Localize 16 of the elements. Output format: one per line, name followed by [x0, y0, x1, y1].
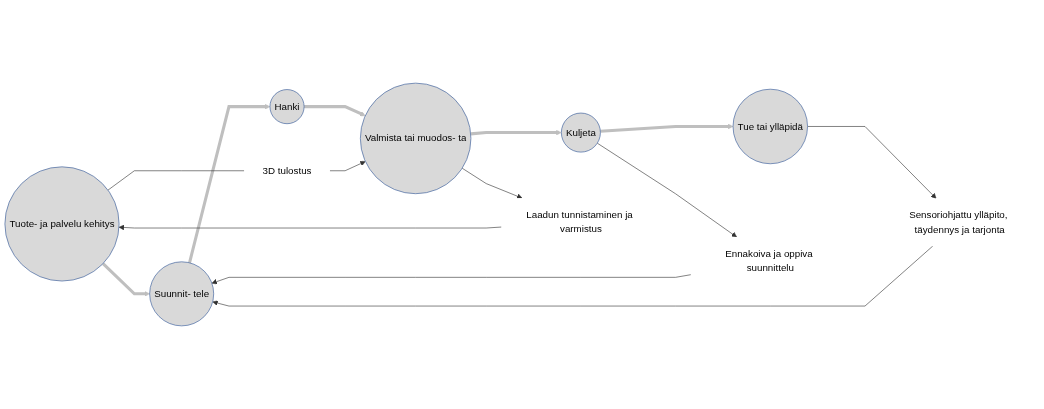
node-circle: Hanki	[269, 89, 305, 124]
node-circle: Tuote- ja palvelu kehitys	[4, 166, 120, 282]
node-text: Laadun tunnistaminen ja varmistus	[526, 209, 633, 235]
arrow	[304, 105, 366, 117]
node-circle: Suunnit- tele	[149, 261, 214, 327]
arrow	[470, 129, 562, 136]
node-text: Ennakoiva ja oppiva suunnittelu	[725, 248, 813, 274]
node-circle: Valmista tai muodos- ta	[360, 82, 472, 195]
node-circle: Kuljeta	[561, 112, 601, 153]
connector	[107, 170, 245, 191]
arrow	[188, 103, 271, 264]
arrow	[600, 123, 734, 133]
node-circle: Tue tai ylläpidä	[732, 88, 808, 165]
node-text: Sensoriohjattu ylläpito, täydennys ja tarjonta	[909, 209, 1008, 235]
node-text: 3D tulostus	[262, 165, 312, 176]
arrow	[102, 262, 150, 297]
